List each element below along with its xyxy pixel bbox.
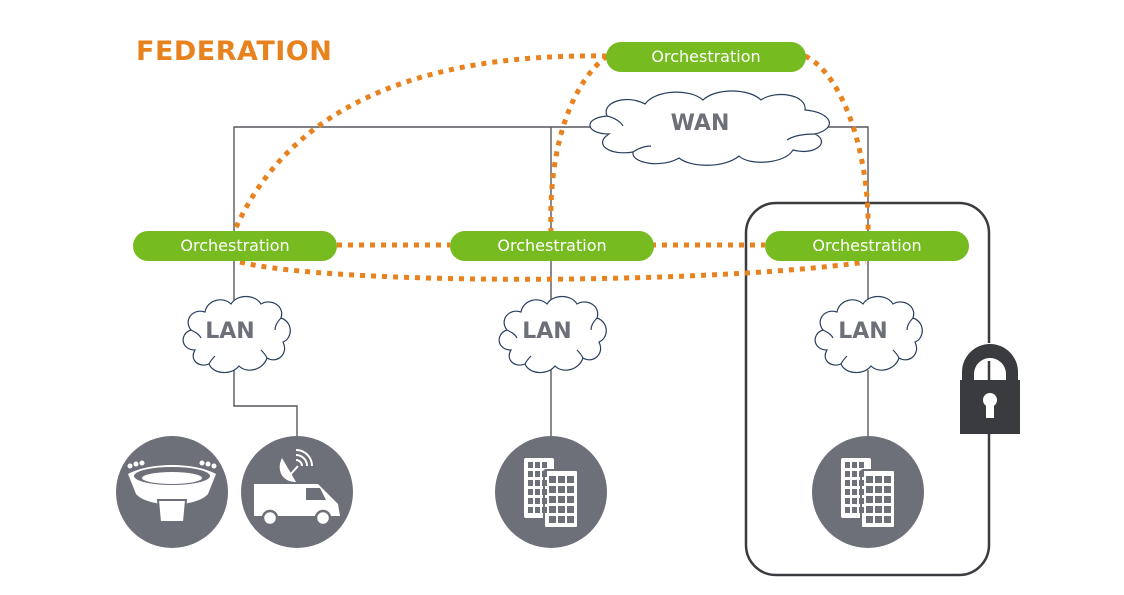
window (866, 496, 873, 503)
window (866, 516, 873, 523)
window (549, 516, 556, 523)
federation-link-global-to-site-2 (548, 54, 609, 233)
window (549, 486, 556, 493)
window (535, 498, 540, 504)
diagram-title: FEDERATION (136, 36, 333, 67)
window (884, 476, 891, 483)
window (567, 516, 574, 523)
window (549, 496, 556, 503)
window (535, 462, 540, 468)
federation-link-global-to-site-3 (803, 53, 871, 233)
window (852, 462, 857, 468)
wan-label: WAN (670, 111, 730, 136)
window (528, 480, 533, 486)
window (859, 471, 864, 477)
window (852, 480, 857, 486)
window (845, 507, 850, 513)
window (875, 496, 882, 503)
window (859, 498, 864, 504)
window (875, 506, 882, 513)
window (567, 476, 574, 483)
site-1-orchestration-node: Orchestration (133, 231, 337, 261)
window (535, 489, 540, 495)
building-windows (528, 462, 891, 523)
window (542, 507, 547, 513)
window (884, 506, 891, 513)
window (528, 462, 533, 468)
window (528, 498, 533, 504)
window (535, 507, 540, 513)
window (535, 471, 540, 477)
global-orchestration-node: Orchestration (606, 42, 806, 72)
window (558, 506, 565, 513)
window (567, 486, 574, 493)
window (875, 476, 882, 483)
window (542, 489, 547, 495)
federation-link-global-to-site-1 (231, 53, 608, 233)
window (567, 506, 574, 513)
endpoint-wire-site-1 (233, 370, 298, 440)
window (859, 489, 864, 495)
window (845, 471, 850, 477)
window (535, 480, 540, 486)
window (866, 476, 873, 483)
window (852, 471, 857, 477)
window (542, 498, 547, 504)
window (875, 516, 882, 523)
window (542, 462, 547, 468)
lan-label-site-2: LAN (522, 319, 572, 344)
site-3-orchestration-node: Orchestration (765, 231, 969, 261)
window (558, 486, 565, 493)
window (852, 489, 857, 495)
window (558, 516, 565, 523)
window (884, 516, 891, 523)
window (528, 471, 533, 477)
window (875, 486, 882, 493)
window (859, 507, 864, 513)
lan-label-site-3: LAN (838, 319, 888, 344)
window (549, 506, 556, 513)
window (859, 480, 864, 486)
window (845, 480, 850, 486)
window (859, 462, 864, 468)
window (558, 496, 565, 503)
window (558, 476, 565, 483)
window (542, 480, 547, 486)
window (845, 462, 850, 468)
site-2-orchestration-node: Orchestration (450, 231, 654, 261)
window (884, 496, 891, 503)
broadcast-van-icon (241, 436, 353, 548)
lan-label-site-1: LAN (205, 319, 255, 344)
window (866, 486, 873, 493)
window (567, 496, 574, 503)
federation-link-site-1-to-site-3 (239, 259, 867, 282)
federation-links (231, 53, 871, 282)
window (866, 506, 873, 513)
window (884, 486, 891, 493)
window (845, 489, 850, 495)
window (528, 507, 533, 513)
window (528, 489, 533, 495)
window (542, 471, 547, 477)
stadium-icon (116, 436, 228, 548)
window (852, 507, 857, 513)
window (845, 498, 850, 504)
window (852, 498, 857, 504)
window (549, 476, 556, 483)
padlock-icon (960, 343, 1020, 434)
